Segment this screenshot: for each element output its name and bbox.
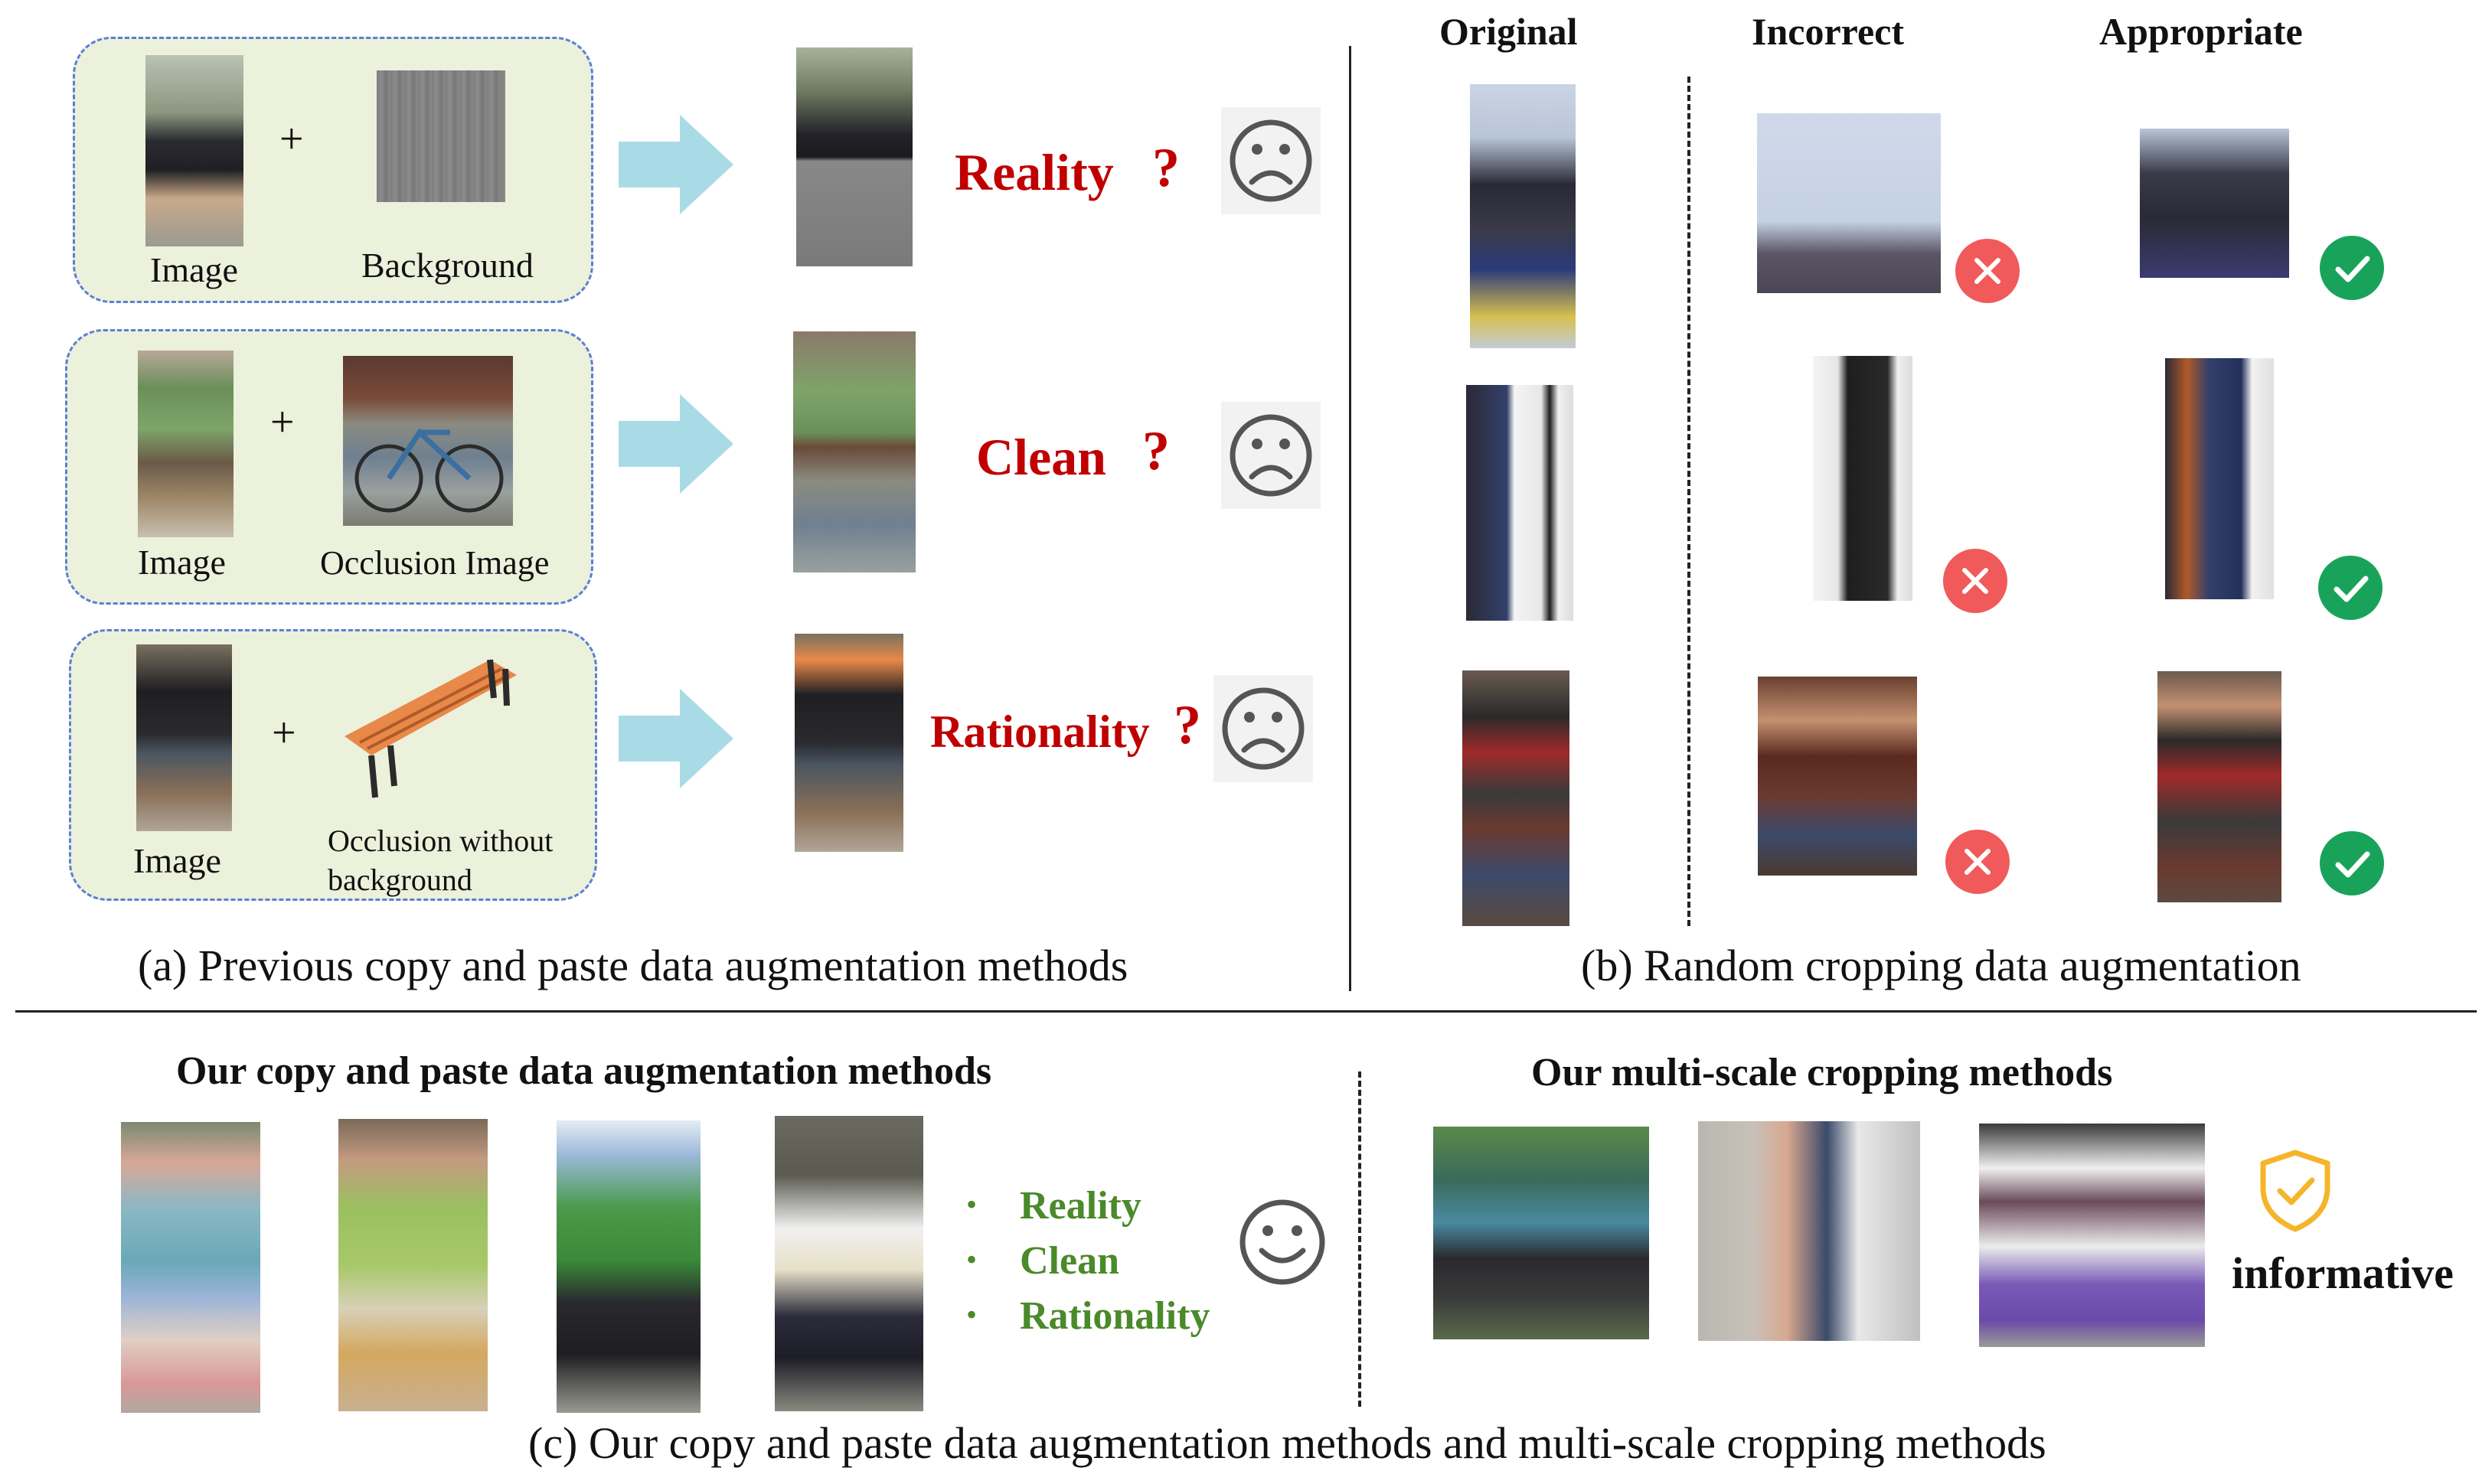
divider-a-b (1349, 46, 1351, 991)
sad-face-icon-3 (1213, 675, 1313, 782)
label-occlusion-without-bg-line1: Occlusion without (328, 824, 554, 858)
label-occlusion-image: Occlusion Image (320, 544, 550, 582)
bullet-reality: Reality (1020, 1184, 1141, 1228)
person-image-1 (145, 55, 243, 246)
arrow-right-3 (619, 689, 733, 788)
plus-sign-3: + (272, 709, 296, 757)
header-appropriate: Appropriate (2099, 10, 2303, 53)
caption-a: (a) Previous copy and paste data augment… (138, 941, 1128, 990)
incorrect-crop-1 (1757, 113, 1941, 293)
original-crop-3 (1462, 670, 1569, 926)
label-image-2: Image (138, 543, 226, 582)
background-image-1 (377, 70, 505, 202)
label-occlusion-without-bg-line2: background (328, 863, 472, 897)
sad-face-icon-1 (1221, 107, 1321, 214)
plus-sign-2: + (270, 399, 295, 446)
aug-sample-1 (121, 1122, 260, 1413)
question-mark-3: ? (1174, 694, 1201, 755)
person-image-2 (138, 351, 234, 537)
aug-sample-4 (775, 1116, 923, 1411)
aug-sample-2 (338, 1119, 488, 1411)
multiscale-crop-3 (1979, 1124, 2205, 1347)
title-multi-scale-cropping: Our multi-scale cropping methods (1531, 1051, 2113, 1094)
bullet-dot-3: • (966, 1297, 978, 1332)
dashed-divider-original (1687, 77, 1690, 926)
appropriate-crop-3 (2157, 671, 2281, 902)
divider-top-bottom (15, 1010, 2477, 1013)
wrong-icon-3 (1945, 830, 2010, 894)
word-reality: Reality (955, 143, 1114, 201)
bullet-dot-2: • (966, 1242, 978, 1277)
result-image-2 (793, 331, 916, 572)
title-our-copy-paste: Our copy and paste data augmentation met… (176, 1049, 992, 1093)
original-crop-1 (1470, 84, 1576, 348)
arrow-right-1 (619, 115, 733, 214)
appropriate-crop-1 (2140, 129, 2289, 278)
bullet-rationality: Rationality (1020, 1294, 1210, 1338)
correct-icon-2 (2318, 556, 2383, 620)
multiscale-crop-2 (1698, 1121, 1920, 1341)
label-informative: informative (2232, 1248, 2454, 1298)
occlusion-image-bike (343, 356, 513, 526)
label-image-1: Image (150, 250, 238, 289)
bench-occlusion-icon (345, 659, 517, 798)
multiscale-crop-1 (1433, 1127, 1649, 1339)
original-crop-2 (1466, 385, 1573, 621)
header-original: Original (1439, 10, 1578, 53)
bullet-clean: Clean (1020, 1239, 1119, 1283)
question-mark-2: ? (1142, 420, 1170, 481)
happy-face-icon (1239, 1199, 1325, 1285)
arrow-right-2 (619, 394, 733, 494)
question-mark-1: ? (1152, 137, 1180, 198)
caption-b: (b) Random cropping data augmentation (1581, 941, 2301, 990)
shield-check-icon (2260, 1150, 2330, 1232)
label-image-3: Image (133, 841, 221, 880)
correct-icon-1 (2320, 236, 2384, 300)
word-clean: Clean (976, 428, 1106, 486)
result-image-3 (795, 634, 903, 852)
aug-sample-3 (557, 1120, 701, 1413)
incorrect-crop-3 (1758, 677, 1917, 876)
header-incorrect: Incorrect (1752, 10, 1904, 53)
wrong-icon-1 (1955, 239, 2020, 303)
sad-face-icon-2 (1221, 402, 1321, 509)
correct-icon-3 (2320, 831, 2384, 895)
caption-c: (c) Our copy and paste data augmentation… (528, 1418, 2046, 1468)
word-rationality: Rationality (930, 706, 1150, 757)
dashed-divider-c (1358, 1071, 1361, 1407)
wrong-icon-2 (1943, 549, 2007, 613)
result-image-1 (796, 47, 913, 266)
incorrect-crop-2 (1813, 356, 1912, 601)
plus-sign-1: + (279, 116, 304, 163)
bullet-dot-1: • (966, 1187, 978, 1221)
appropriate-crop-2 (2165, 358, 2274, 599)
person-image-3 (136, 644, 232, 831)
label-background: Background (361, 246, 534, 285)
